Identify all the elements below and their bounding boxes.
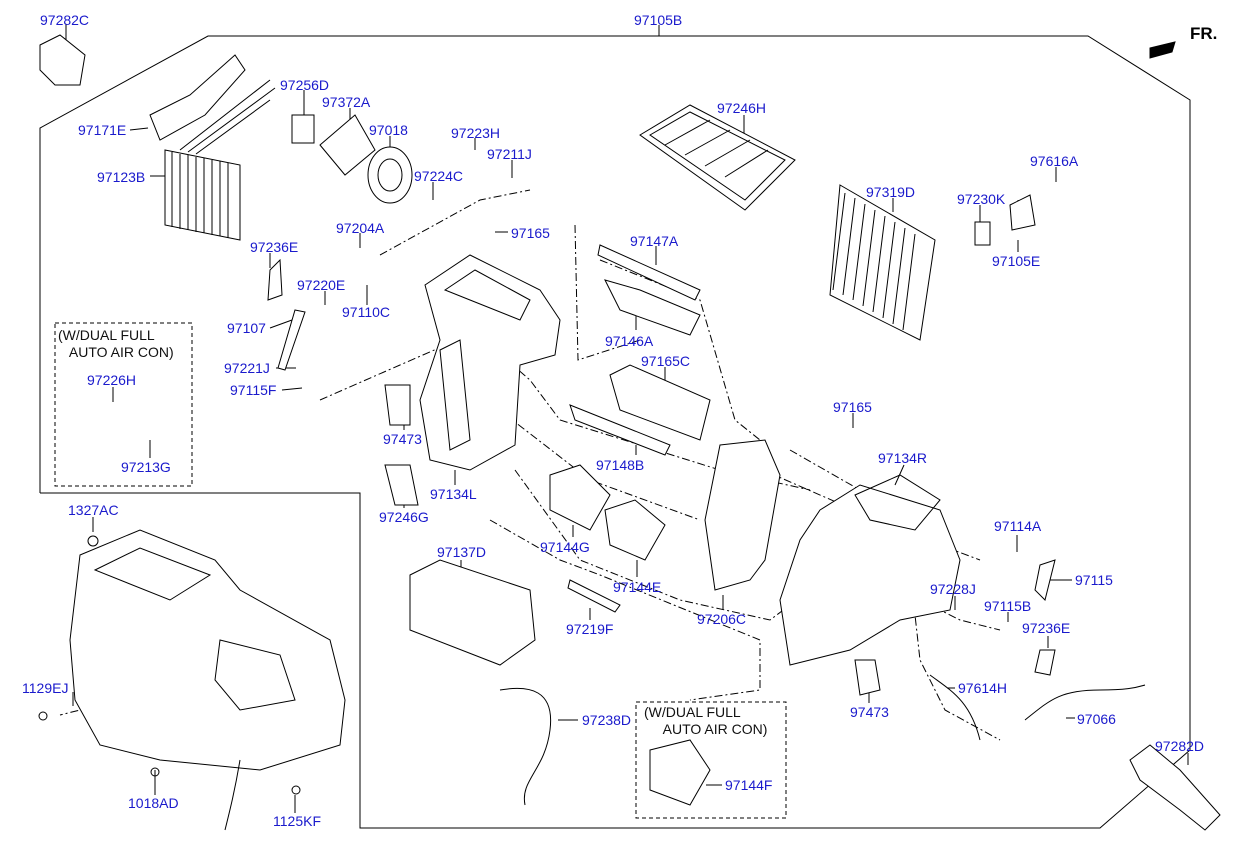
part-label-97219f[interactable]: 97219F xyxy=(566,621,614,637)
front-direction-arrow xyxy=(1150,42,1175,58)
part-label-97372a[interactable]: 97372A xyxy=(322,94,371,110)
part-label-97107[interactable]: 97107 xyxy=(227,320,266,336)
doors-and-actuators xyxy=(268,195,1055,805)
part-label-97137d[interactable]: 97137D xyxy=(437,544,487,560)
case-left xyxy=(420,255,560,470)
option-box-left xyxy=(55,323,192,486)
hoses xyxy=(500,675,1145,805)
part-label-97134l[interactable]: 97134L xyxy=(430,486,477,502)
part-label-97213g[interactable]: 97213G xyxy=(121,459,171,475)
part-label-97473-right[interactable]: 97473 xyxy=(850,704,889,720)
part-label-97115f[interactable]: 97115F xyxy=(230,382,277,398)
part-label-97018[interactable]: 97018 xyxy=(369,122,408,138)
part-label-97147a[interactable]: 97147A xyxy=(630,233,679,249)
part-label-97246h[interactable]: 97246H xyxy=(717,100,767,116)
part-label-97204a[interactable]: 97204A xyxy=(336,220,385,236)
heater-core xyxy=(165,80,275,240)
part-label-1018ad[interactable]: 1018AD xyxy=(128,795,179,811)
part-label-97236e-left[interactable]: 97236E xyxy=(250,239,299,255)
part-label-97114a[interactable]: 97114A xyxy=(994,518,1042,534)
part-label-97105b[interactable]: 97105B xyxy=(634,12,683,28)
part-label-97148b[interactable]: 97148B xyxy=(596,457,645,473)
part-label-97236e-right[interactable]: 97236E xyxy=(1022,620,1071,636)
part-label-97282d[interactable]: 97282D xyxy=(1155,738,1205,754)
front-direction-label: FR. xyxy=(1190,24,1218,43)
assembled-unit xyxy=(39,530,345,830)
part-label-97171e[interactable]: 97171E xyxy=(78,122,127,138)
duct-top-left xyxy=(40,35,245,140)
part-label-97206c[interactable]: 97206C xyxy=(697,611,747,627)
option-note-dual-auto-left: (W/DUAL FULL AUTO AIR CON) xyxy=(58,327,174,360)
part-label-97165c[interactable]: 97165C xyxy=(641,353,691,369)
duct-bottom-right xyxy=(1130,745,1220,830)
part-label-97473-left[interactable]: 97473 xyxy=(383,431,422,447)
evaporator xyxy=(830,185,935,340)
part-label-97221j[interactable]: 97221J xyxy=(224,360,270,376)
part-label-97165-top[interactable]: 97165 xyxy=(511,225,550,241)
part-label-97134r[interactable]: 97134R xyxy=(878,450,928,466)
part-label-97110c[interactable]: 97110C xyxy=(342,304,391,320)
part-label-97165-mid[interactable]: 97165 xyxy=(833,399,872,415)
part-label-97238d[interactable]: 97238D xyxy=(582,712,632,728)
air-filter xyxy=(640,105,795,210)
part-label-1327ac[interactable]: 1327AC xyxy=(68,502,119,518)
case-right xyxy=(705,440,960,665)
part-label-97123b[interactable]: 97123B xyxy=(97,169,146,185)
part-label-97211j[interactable]: 97211J xyxy=(487,146,532,162)
part-label-97146a[interactable]: 97146A xyxy=(605,333,654,349)
part-label-97115b[interactable]: 97115B xyxy=(984,598,1032,614)
part-label-97144g[interactable]: 97144G xyxy=(540,539,590,555)
part-label-97226h[interactable]: 97226H xyxy=(87,372,137,388)
part-label-97144f[interactable]: 97144F xyxy=(725,777,773,793)
option-note-dual-auto-bottom: (W/DUAL FULL AUTO AIR CON) xyxy=(644,704,768,737)
part-label-1125kf[interactable]: 1125KF xyxy=(273,813,321,829)
leader-lines xyxy=(66,24,1188,813)
part-label-97220e[interactable]: 97220E xyxy=(297,277,346,293)
assembly-boundary xyxy=(40,36,1190,828)
blower-motor xyxy=(292,115,412,203)
part-label-97282c-top[interactable]: 97282C xyxy=(40,12,90,28)
part-label-97115[interactable]: 97115 xyxy=(1075,572,1113,588)
part-label-97616a[interactable]: 97616A xyxy=(1030,153,1079,169)
part-label-1129ej[interactable]: 1129EJ xyxy=(22,680,69,696)
part-label-97319d[interactable]: 97319D xyxy=(866,184,916,200)
part-label-97246g[interactable]: 97246G xyxy=(379,509,429,525)
part-label-97223h[interactable]: 97223H xyxy=(451,125,501,141)
part-label-97230k[interactable]: 97230K xyxy=(957,191,1006,207)
part-label-97256d[interactable]: 97256D xyxy=(280,77,330,93)
part-label-97105e[interactable]: 97105E xyxy=(992,253,1041,269)
part-label-97228j[interactable]: 97228J xyxy=(930,581,976,597)
part-label-97614h[interactable]: 97614H xyxy=(958,680,1008,696)
part-label-97066[interactable]: 97066 xyxy=(1077,711,1116,727)
part-label-97144e[interactable]: 97144E xyxy=(613,579,662,595)
part-label-97224c[interactable]: 97224C xyxy=(414,168,464,184)
